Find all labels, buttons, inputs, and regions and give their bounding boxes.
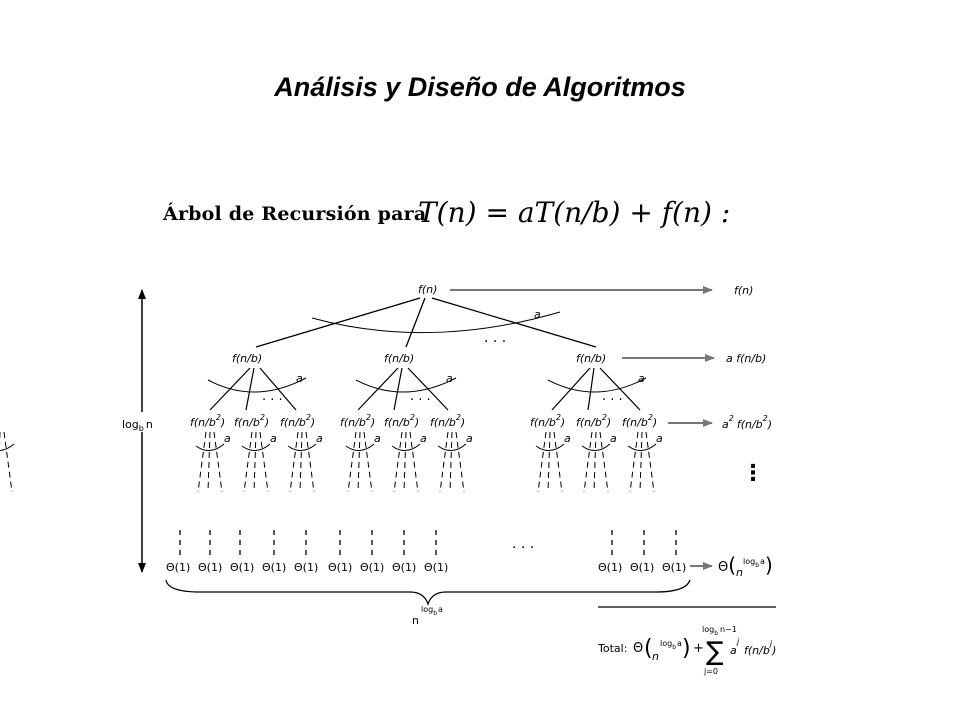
svg-text:): ): [682, 636, 691, 661]
svg-text:Θ: Θ: [633, 641, 643, 656]
svg-text:Θ(1): Θ(1): [424, 561, 448, 574]
svg-text:Θ(1): Θ(1): [392, 561, 416, 574]
deeper-subtrees: [0, 431, 657, 493]
svg-text:(: (: [644, 636, 653, 661]
svg-text:f(n/b2): f(n/b2): [530, 413, 565, 429]
svg-text:logba: logba: [660, 639, 682, 651]
svg-text:Θ(1): Θ(1): [294, 561, 318, 574]
leaf-connectors: [179, 530, 677, 556]
svg-text:Θ(1): Θ(1): [662, 561, 686, 574]
root-ellipsis: · · ·: [484, 334, 506, 350]
leaf-brace: [165, 579, 691, 606]
svg-text:f(n/b2): f(n/b2): [622, 413, 657, 429]
svg-text:+: +: [693, 641, 704, 656]
svg-text:· · ·: · · ·: [262, 393, 283, 408]
svg-text:f(n/b2): f(n/b2): [430, 413, 465, 429]
svg-text:a: a: [610, 432, 617, 445]
svg-text:a: a: [374, 432, 381, 445]
svg-text:a: a: [656, 432, 663, 445]
svg-text:Θ(1): Θ(1): [598, 561, 622, 574]
leaf-nodes: Θ(1) Θ(1) Θ(1) Θ(1) Θ(1) Θ(1) Θ(1) Θ(1) …: [166, 561, 686, 574]
svg-text:· · ·: · · ·: [410, 393, 431, 408]
svg-text:f(n/b2): f(n/b2): [384, 413, 419, 429]
svg-text:Θ(1): Θ(1): [166, 561, 190, 574]
svg-text:∑: ∑: [706, 637, 724, 667]
root-branch-arc: [311, 311, 561, 334]
leaf-level-cost: Θ(nlogba): [718, 553, 773, 579]
svg-text:a: a: [316, 432, 323, 445]
svg-text:a: a: [730, 644, 737, 657]
svg-text:f(n/b2): f(n/b2): [576, 413, 611, 429]
level1-node: f(n/b): [384, 352, 414, 365]
svg-text:a: a: [270, 432, 277, 445]
subtree-branch-labels: a a a a a a a a a: [224, 432, 663, 445]
svg-text:a: a: [638, 372, 645, 385]
svg-text:· · ·: · · ·: [602, 393, 623, 408]
svg-text:Θ(1): Θ(1): [328, 561, 352, 574]
level0-cost: f(n): [734, 284, 753, 297]
level1-cost: a f(n/b): [726, 352, 766, 365]
svg-text:Θ(1): Θ(1): [360, 561, 384, 574]
svg-text:j: j: [736, 637, 740, 646]
svg-text:Θ(1): Θ(1): [230, 561, 254, 574]
recurrence-equation: T(n) = aT(n/b) + f(n) :: [418, 196, 731, 229]
level1-node: f(n/b): [232, 352, 262, 365]
leaf-count-label: nlogba: [412, 605, 443, 627]
svg-text:f(n/b2): f(n/b2): [190, 413, 225, 429]
svg-text:Total:: Total:: [597, 642, 627, 655]
svg-text:Θ(1): Θ(1): [262, 561, 286, 574]
svg-text:a: a: [296, 372, 303, 385]
svg-text:a: a: [564, 432, 571, 445]
root-branch-label: a: [534, 308, 541, 321]
level1-node: f(n/b): [576, 352, 606, 365]
level2-nodes: f(n/b2) f(n/b2) f(n/b2) f(n/b2) f(n/b2) …: [190, 413, 657, 429]
svg-text:f(n/b2): f(n/b2): [340, 413, 375, 429]
root-node: f(n): [418, 283, 437, 296]
leaf-ellipsis: · · ·: [512, 540, 534, 556]
svg-text:Θ(1): Θ(1): [198, 561, 222, 574]
svg-text:f(n/bj): f(n/bj): [744, 639, 776, 657]
svg-text:f(n/b2): f(n/b2): [280, 413, 315, 429]
svg-text:j=0: j=0: [703, 667, 718, 676]
svg-text:a: a: [466, 432, 473, 445]
svg-text:f(n/b2): f(n/b2): [234, 413, 269, 429]
svg-text:a: a: [224, 432, 231, 445]
svg-text:Θ(1): Θ(1): [630, 561, 654, 574]
svg-text:n: n: [652, 650, 659, 663]
figure-heading: Árbol de Recursión para: [163, 203, 427, 225]
slide-title: Análisis y Diseño de Algoritmos: [274, 72, 686, 102]
svg-text:a: a: [420, 432, 427, 445]
svg-text:a: a: [446, 372, 453, 385]
vertical-ellipsis: ⋮: [742, 461, 764, 486]
